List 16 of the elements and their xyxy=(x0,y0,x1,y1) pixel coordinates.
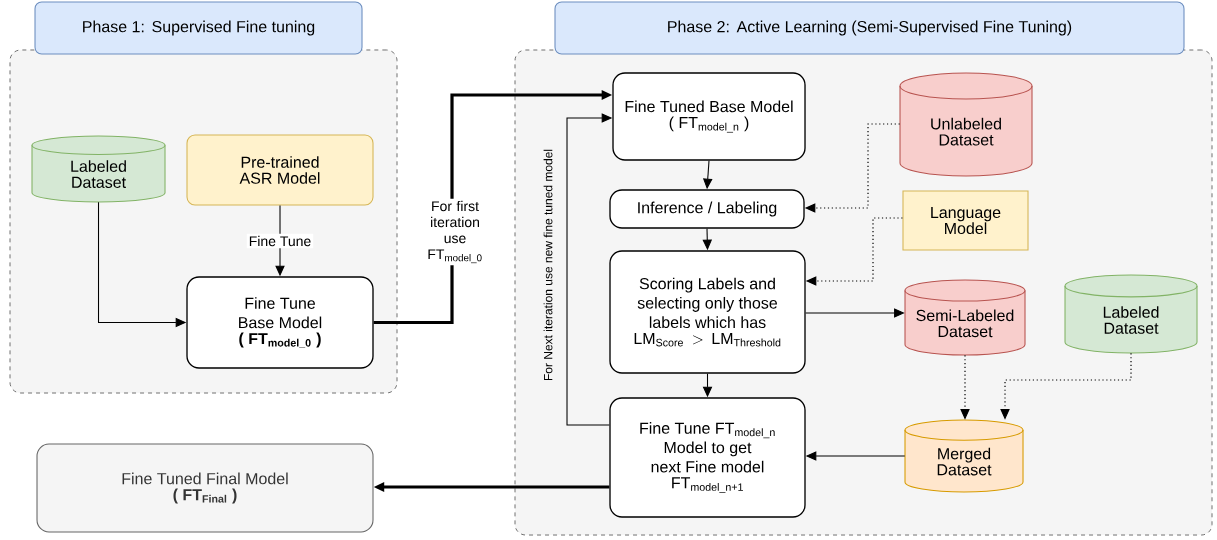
process-box: Scoring Labels and selecting only those labels which has $\mathrm{LM}_{\mathrm{Score}} > \mathrm{LM}_{\mathrm{Threshold}}$ xyxy=(609,250,806,374)
dataset-cylinder: Unlabeled Dataset xyxy=(899,72,1033,177)
process-box: Fine Tune FT$_{model_n}$ Model to get next Fine model FT$_{model_n+1}$ xyxy=(609,397,806,518)
edge-label: For first iteration use FT$_{model_0}$ xyxy=(420,198,490,266)
phase-header: Phase 2: Active Learning (Semi-Supervised Fine Tuning) xyxy=(554,1,1185,55)
dataset-cylinder: Labeled Dataset xyxy=(1064,274,1198,354)
phase-header: Phase 1: Supervised Fine tuning xyxy=(34,1,363,55)
dataset-cylinder: Semi-Labeled Dataset xyxy=(904,279,1026,356)
dataset-cylinder: Merged Dataset xyxy=(904,419,1024,493)
model-box: Language Model xyxy=(902,190,1029,251)
process-box: Fine Tune Base Model ( FT$_{model_0}$ ) xyxy=(186,276,374,369)
model-box: Pre-trained ASR Model xyxy=(186,134,374,206)
result-box: Fine Tuned Final Model ( FT$_{Final}$ ) xyxy=(36,443,374,533)
process-box: Inference / Labeling xyxy=(609,189,805,229)
process-box: Fine Tuned Base Model ( FT$_{model_n}$ ) xyxy=(612,72,806,161)
dataset-cylinder: Labeled Dataset xyxy=(31,135,166,203)
